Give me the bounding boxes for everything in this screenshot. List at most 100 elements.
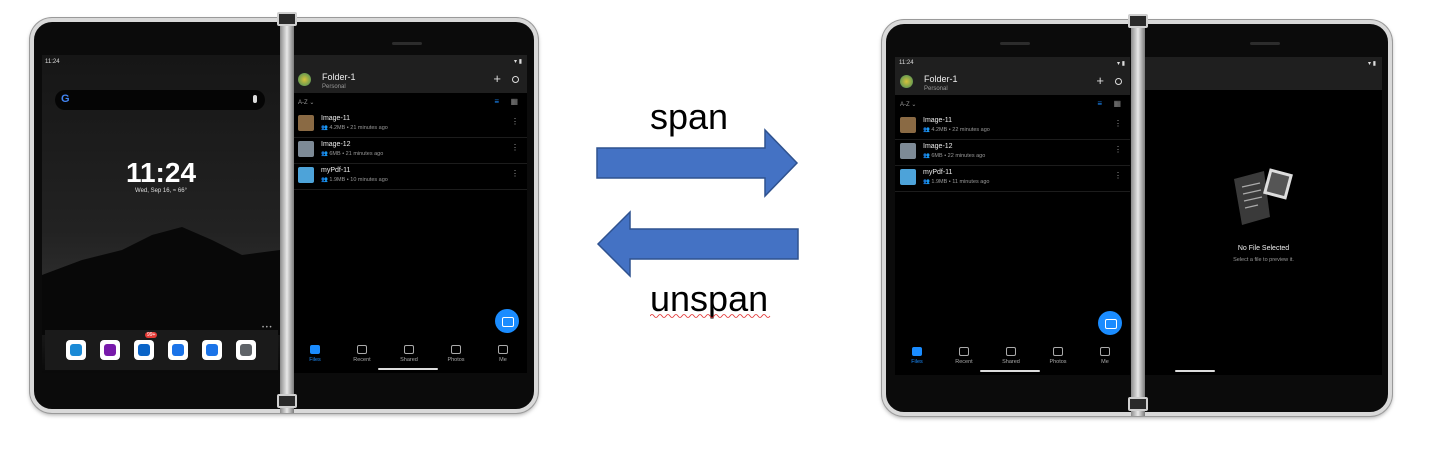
nav-label: Files: [309, 357, 321, 363]
nav-tab-files[interactable]: Files: [295, 345, 335, 363]
hinge: [1131, 18, 1145, 416]
search-icon[interactable]: [1115, 78, 1122, 85]
folder-subtitle: Personal: [924, 86, 948, 92]
folder-title: Folder-1: [322, 72, 356, 82]
nav-tab-me[interactable]: Me: [1085, 347, 1125, 365]
nav-tab-photos[interactable]: Photos: [436, 345, 476, 363]
status-time: 11:24: [899, 60, 914, 66]
camera-fab-button[interactable]: [1098, 311, 1122, 335]
speaker: [1000, 42, 1030, 45]
hinge-cap-top: [1128, 14, 1148, 28]
list-view-icon[interactable]: ≡: [1097, 99, 1102, 108]
more-options-icon[interactable]: ⋮: [1114, 171, 1122, 180]
hinge-cap-bottom: [1128, 397, 1148, 411]
me-icon: [1100, 347, 1110, 356]
file-name: myPdf-11: [923, 169, 953, 176]
hinge: [280, 15, 294, 413]
nav-tab-files[interactable]: Files: [897, 347, 937, 365]
google-g-icon: G: [61, 93, 70, 105]
file-list-item[interactable]: myPdf-11 👥 1.9MB • 10 minutes ago ⋮: [293, 164, 527, 190]
status-time: 11:24: [45, 59, 60, 65]
file-name: myPdf-11: [321, 167, 351, 174]
home-indicator: [378, 368, 438, 370]
nav-label: Shared: [1002, 359, 1020, 365]
home-indicator: [980, 370, 1040, 372]
nav-tab-recent[interactable]: Recent: [342, 345, 382, 363]
recent-icon: [959, 347, 969, 356]
microphone-icon[interactable]: [253, 95, 257, 103]
file-list-item[interactable]: Image-11 👥 4.2MB • 21 minutes ago ⋮: [293, 112, 527, 138]
span-label: span: [650, 96, 729, 137]
files-icon: [912, 347, 922, 356]
file-thumbnail: [298, 167, 314, 183]
launcher-screen: 11:24 G 11:24 Wed, Sep 16, ≈ 66° • • • 9…: [42, 55, 280, 373]
file-thumbnail: [900, 143, 916, 159]
grid-view-icon[interactable]: ▦: [1113, 99, 1121, 108]
file-list-item[interactable]: Image-12 👥 6MB • 22 minutes ago ⋮: [895, 140, 1130, 166]
camera-icon[interactable]: [236, 340, 256, 360]
nav-label: Me: [499, 357, 507, 363]
add-icon[interactable]: +: [493, 71, 501, 86]
list-view-icon[interactable]: ≡: [494, 97, 499, 106]
search-icon[interactable]: [512, 76, 519, 83]
home-indicator: [1175, 370, 1215, 372]
nav-label: Shared: [400, 357, 418, 363]
page-indicator: • • •: [262, 325, 272, 331]
camera-fab-button[interactable]: [495, 309, 519, 333]
file-thumbnail: [298, 115, 314, 131]
file-thumbnail: [900, 117, 916, 133]
sort-dropdown[interactable]: A-Z ⌄: [900, 102, 917, 108]
nav-label: Files: [911, 359, 923, 365]
photos-icon: [451, 345, 461, 354]
grid-view-icon[interactable]: ▦: [510, 97, 518, 106]
sort-dropdown[interactable]: A-Z ⌄: [298, 100, 315, 106]
clock: 11:24: [125, 157, 197, 188]
status-icons: ▾ ▮: [514, 59, 522, 65]
status-icons: ▾ ▮: [1117, 61, 1125, 67]
messages-icon[interactable]: [202, 340, 222, 360]
onenote-icon[interactable]: [100, 340, 120, 360]
folder-avatar[interactable]: [298, 73, 311, 86]
dock: 99+: [45, 330, 278, 370]
hinge-cap-top: [277, 12, 297, 26]
span-arrow: [596, 128, 799, 198]
more-options-icon[interactable]: ⋮: [511, 117, 519, 126]
folder-avatar[interactable]: [900, 75, 913, 88]
no-file-subtitle: Select a file to preview it.: [1233, 257, 1294, 263]
phone-icon[interactable]: [168, 340, 188, 360]
nav-tab-shared[interactable]: Shared: [389, 345, 429, 363]
no-file-illustration-icon: [1234, 168, 1293, 225]
speaker: [392, 42, 422, 45]
file-list-item[interactable]: myPdf-11 👥 1.9MB • 11 minutes ago ⋮: [895, 166, 1130, 192]
file-list-item[interactable]: Image-12 👥 6MB • 21 minutes ago ⋮: [293, 138, 527, 164]
google-search-bar[interactable]: G: [55, 90, 265, 110]
date-weather: Wed, Sep 16, ≈ 66°: [135, 188, 187, 194]
file-list-item[interactable]: Image-11 👥 4.2MB • 22 minutes ago ⋮: [895, 114, 1130, 140]
no-file-title: No File Selected: [1237, 245, 1290, 252]
shared-icon: [1006, 347, 1016, 356]
file-meta: 👥 6MB • 22 minutes ago: [923, 153, 986, 159]
folder-title: Folder-1: [924, 74, 958, 84]
more-options-icon[interactable]: ⋮: [1114, 145, 1122, 154]
file-name: Image-11: [321, 115, 351, 122]
nav-tab-recent[interactable]: Recent: [944, 347, 984, 365]
more-options-icon[interactable]: ⋮: [511, 143, 519, 152]
add-icon[interactable]: +: [1096, 73, 1104, 88]
more-options-icon[interactable]: ⋮: [511, 169, 519, 178]
notification-badge: 99+: [145, 332, 158, 338]
file-name: Image-11: [923, 117, 953, 124]
unspan-arrow: [596, 210, 799, 278]
edge-icon[interactable]: [66, 340, 86, 360]
more-options-icon[interactable]: ⋮: [1114, 119, 1122, 128]
hinge-cap-bottom: [277, 394, 297, 408]
nav-tab-shared[interactable]: Shared: [991, 347, 1031, 365]
files-app-screen: 11:24 ▾ ▮ Folder-1 Personal + A-Z ⌄ ≡ ▦ I…: [895, 57, 1130, 375]
nav-tab-me[interactable]: Me: [483, 345, 523, 363]
nav-tab-photos[interactable]: Photos: [1038, 347, 1078, 365]
nav-label: Me: [1101, 359, 1109, 365]
speaker: [1250, 42, 1280, 45]
shared-icon: [404, 345, 414, 354]
folder-subtitle: Personal: [322, 84, 346, 90]
nav-label: Recent: [955, 359, 973, 365]
outlook-icon[interactable]: [134, 340, 154, 360]
